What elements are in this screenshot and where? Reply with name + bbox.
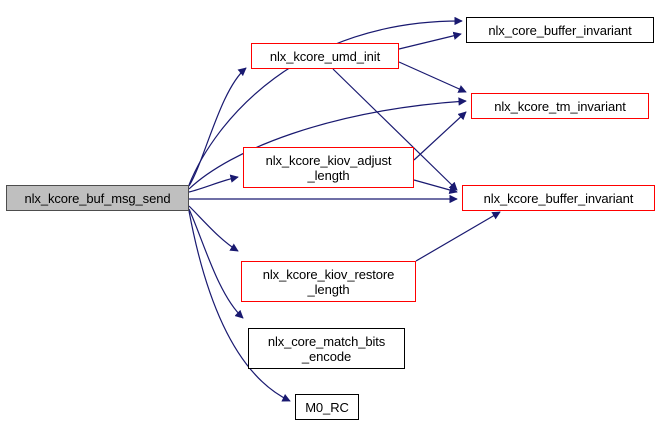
graph-node-label: nlx_kcore_tm_invariant	[494, 98, 626, 114]
edge-umd_init-to-kcore_buffer_invariant	[332, 68, 458, 191]
graph-node-label: nlx_kcore_buffer_invariant	[483, 190, 634, 206]
edge-root-to-core_buffer_invariant	[188, 16, 463, 186]
graph-node-label: nlx_kcore_kiov_restore _length	[262, 266, 395, 297]
edge-root-to-m0_rc	[188, 210, 291, 402]
edge-umd_init-to-core_buffer_invariant	[398, 31, 462, 50]
edge-kiov_restore_length-to-kcore_buffer_invariant	[415, 211, 501, 262]
edge-root-to-umd_init	[188, 67, 247, 187]
graph-node-core_buffer_invariant[interactable]: nlx_core_buffer_invariant	[466, 17, 654, 43]
edge-kiov_adjust_length-to-kcore_buffer_invariant	[413, 179, 458, 195]
graph-node-label: nlx_core_buffer_invariant	[488, 22, 632, 38]
edge-root-to-kiov_adjust_length	[188, 174, 239, 193]
edge-kiov_adjust_length-to-tm_invariant	[413, 111, 467, 161]
edge-root-to-kiov_restore_length	[188, 205, 239, 252]
graph-node-label: nlx_core_match_bits _encode	[267, 333, 386, 364]
graph-node-kiov_restore_length[interactable]: nlx_kcore_kiov_restore _length	[241, 261, 416, 302]
graph-node-root[interactable]: nlx_kcore_buf_msg_send	[6, 185, 189, 211]
graph-node-m0_rc[interactable]: M0_RC	[295, 394, 359, 420]
graph-node-tm_invariant[interactable]: nlx_kcore_tm_invariant	[471, 93, 649, 119]
graph-node-kiov_adjust_length[interactable]: nlx_kcore_kiov_adjust _length	[243, 147, 414, 188]
graph-node-label: M0_RC	[305, 399, 349, 415]
graph-node-umd_init[interactable]: nlx_kcore_umd_init	[251, 43, 399, 69]
graph-node-label: nlx_kcore_buf_msg_send	[24, 190, 171, 206]
graph-node-match_bits_encode[interactable]: nlx_core_match_bits _encode	[248, 328, 405, 369]
edge-root-to-match_bits_encode	[188, 208, 244, 319]
edge-umd_init-to-tm_invariant	[398, 61, 467, 93]
edge-root-to-tm_invariant	[188, 97, 467, 190]
graph-node-label: nlx_kcore_kiov_adjust _length	[265, 152, 392, 183]
graph-node-kcore_buffer_invariant[interactable]: nlx_kcore_buffer_invariant	[462, 185, 655, 211]
graph-node-label: nlx_kcore_umd_init	[269, 48, 381, 64]
